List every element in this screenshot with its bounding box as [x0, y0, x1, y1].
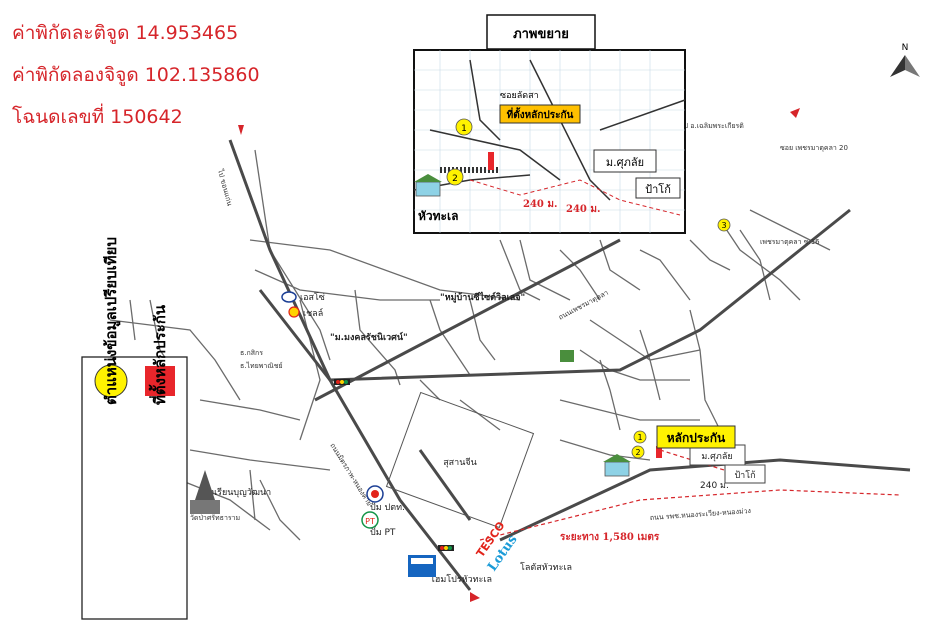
distance-1580-label: ระยะทาง 1,580 เมตร [560, 532, 660, 543]
soi16-label: เพชรมาตุคลา ซ.16 [760, 238, 820, 246]
inset-school-icon [414, 174, 442, 197]
ptt-label: ปั๊ม ปตท. [370, 500, 405, 513]
traffic-light-icon [334, 379, 350, 385]
svg-text:PT: PT [365, 517, 375, 526]
distance-240-label: 240 ม. [700, 481, 729, 491]
khonkaen-label: ไป ขอนแก่น [216, 167, 235, 207]
inset-shop-label: ซอยลัดสา [500, 91, 539, 101]
esso-label: เอสโซ่ [300, 292, 325, 303]
inset-map: ภาพขยาย ที่ตั้งหลักประกัน 1 2 ซอยลัดสา [413, 14, 686, 234]
longitude-text: ค่าพิกัดลองจิจูด 102.135860 [12, 64, 260, 86]
legend-red-label: ที่ตั้งหลักประกัน [148, 304, 169, 405]
deed-number-text: โฉนดเลขที่ 150642 [12, 106, 183, 128]
inset-town-label: หัวทะเล [418, 209, 458, 223]
school-label: โรงเรียนบุญวัฒนา [200, 487, 271, 498]
svg-text:2: 2 [635, 448, 640, 457]
collateral-callout-label: หลักประกัน [667, 431, 726, 445]
pt-icon: PT [361, 511, 379, 529]
latitude-text: ค่าพิกัดละติจูด 14.953465 [12, 22, 239, 44]
inset-distance-2: 240 ม. [566, 204, 600, 215]
scb-label: ธ.ไทยพาณิชย์ [240, 361, 283, 370]
supalai-label: ม.ศุภลัย [701, 452, 732, 462]
svg-text:3: 3 [721, 221, 726, 230]
shell-icon [288, 306, 300, 318]
legend: ตำแหน่งข้อมูลเปรียบเทียบ ที่ตั้งหลักประก… [81, 237, 188, 620]
pako-label: ป้าโก้ [734, 470, 755, 481]
main-roads [228, 139, 911, 591]
comparison-marker-2[interactable]: 2 [631, 445, 645, 459]
distance-route [479, 489, 901, 541]
school-icon [603, 454, 631, 477]
traffic-light-icon [438, 545, 454, 551]
arrow-north-icon [238, 125, 244, 135]
legend-yellow-swatch [94, 364, 128, 398]
home-pro-label: โฮมโปรหัวทะเล [430, 574, 492, 585]
tesco-lotus-logo: TESCO Lotus [474, 519, 521, 574]
kbank-label: ธ.กสิกร [240, 349, 263, 357]
pt-label: ปั๊ม PT [370, 525, 396, 538]
home-pro-icon [408, 555, 436, 577]
svg-text:1: 1 [461, 124, 467, 134]
road-bypass-label: ถนน รพช.หนองระเวียง-หนองม่วง [650, 507, 752, 522]
inset-marker-label: ที่ตั้งหลักประกัน [507, 107, 574, 121]
temple-label: วัดป่าศรัทธาราม [190, 514, 240, 522]
inset-university-label: ม.ศุภลัย [606, 156, 644, 169]
ptt-icon [366, 485, 384, 503]
compass-icon: N [890, 43, 920, 77]
pako-parcel [724, 464, 766, 484]
legend-yellow-label: ตำแหน่งข้อมูลเปรียบเทียบ [102, 237, 121, 405]
lotus-label: โลตัสหัวทะเล [520, 562, 572, 573]
road-phetmatukla-label: ถนนเพชรมาตุคลา [557, 289, 610, 322]
svg-text:N: N [902, 43, 909, 53]
shell-label: เชลล์ [303, 307, 323, 319]
inset-comparison-2 [446, 168, 464, 186]
minor-roads [109, 149, 831, 541]
collateral-callout [656, 425, 736, 449]
mongkol-label: "ม.มงคลรัชนิเวศน์" [330, 331, 408, 343]
inset-collateral-marker [488, 152, 494, 170]
svg-text:1: 1 [637, 433, 642, 442]
inset-gas-label: ป้าโก้ [645, 182, 671, 196]
market-icon [560, 350, 574, 362]
legend-red-swatch [145, 366, 175, 396]
park-parcel [385, 391, 535, 529]
park-label: สุสานจีน [443, 457, 477, 468]
inset-distance-1: 240 ม. [523, 199, 557, 210]
soi20-label: ซอย เพชรมาตุคลา 20 [780, 144, 848, 152]
village-label: "หมู่บ้านซีไซด์วิลเลจ" [440, 291, 525, 303]
inset-comparison-1 [455, 118, 473, 136]
arrow-northeast-icon [790, 108, 800, 118]
road-mittraphap-label: ถนนมิตรภาพ-หนองคาย [328, 442, 373, 507]
tatana-label: ไป อ.เฉลิมพระเกียรติ [679, 121, 744, 130]
collateral-marker[interactable] [656, 446, 662, 458]
temple-icon [190, 470, 220, 514]
esso-icon [281, 291, 297, 303]
comparison-marker-3[interactable]: 3 [717, 218, 731, 232]
arrow-south-icon [470, 592, 480, 602]
svg-text:2: 2 [452, 174, 458, 184]
inset-title: ภาพขยาย [513, 27, 569, 42]
comparison-marker-1[interactable]: 1 [633, 430, 647, 444]
